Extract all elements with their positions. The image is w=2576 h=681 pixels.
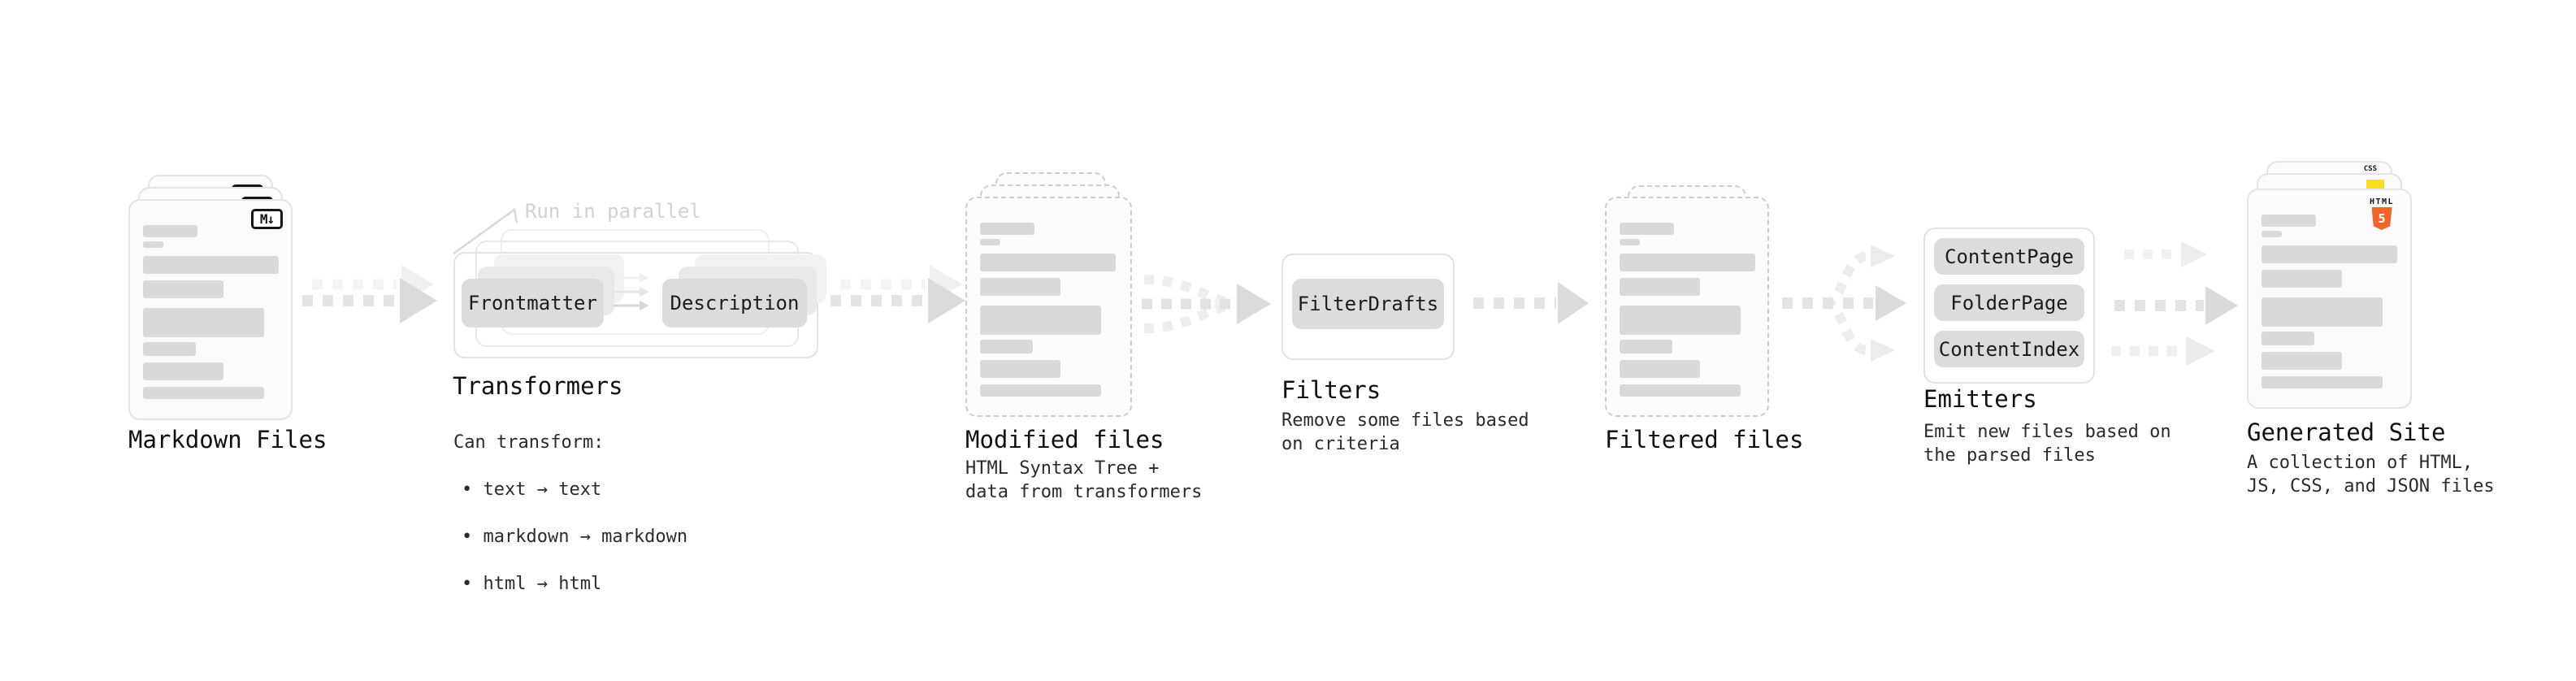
text-line-placeholder <box>1620 278 1700 296</box>
modified-files-description: HTML Syntax Tree + data from transformer… <box>965 458 1203 502</box>
text-line-placeholder <box>143 308 264 337</box>
emitters-label: Emitters <box>1923 385 2037 413</box>
text-line-placeholder <box>2262 215 2316 227</box>
transformers-frame <box>453 252 818 358</box>
text-line-placeholder <box>2262 245 2397 263</box>
modified-file-card-front <box>965 197 1132 417</box>
filter-pill-filterdrafts: FilterDrafts <box>1292 279 1444 329</box>
text-line-placeholder <box>980 340 1033 354</box>
text-line-placeholder <box>143 256 279 274</box>
text-line-placeholder <box>1620 223 1674 235</box>
flow-arrow-emitters-middle <box>2114 286 2238 325</box>
text-line-placeholder <box>143 387 264 399</box>
text-line-placeholder <box>980 239 1000 245</box>
text-line-placeholder <box>143 342 196 356</box>
text-line-placeholder <box>1620 239 1640 245</box>
text-line-placeholder <box>143 280 223 298</box>
text-line-placeholder <box>980 254 1116 271</box>
html5-icon: HTML 5 <box>2363 197 2400 230</box>
flow-arrow-modified-to-filters <box>1142 275 1271 333</box>
document-content-placeholder <box>130 201 291 399</box>
generated-site-description: A collection of HTML, JS, CSS, and JSON … <box>2247 453 2495 497</box>
transformers-bullet: • text → text <box>462 479 602 500</box>
emitter-pill-contentindex: ContentIndex <box>1934 331 2084 367</box>
text-line-placeholder <box>980 306 1101 335</box>
document-content-placeholder <box>967 198 1130 397</box>
document-content-placeholder <box>2249 190 2410 388</box>
annotation-connector-line <box>453 207 518 255</box>
html5-icon-word: HTML <box>2369 197 2395 206</box>
html5-icon-shield: 5 <box>2371 207 2392 230</box>
flow-arrow-filtered-to-emitters <box>1782 245 1906 362</box>
transformers-label: Transformers <box>453 372 623 400</box>
filters-label: Filters <box>1281 376 1381 404</box>
filtered-files-label: Filtered files <box>1605 426 1804 453</box>
text-line-placeholder <box>2262 332 2314 345</box>
filters-description: Remove some files based on criteria <box>1281 410 1529 454</box>
text-line-placeholder <box>2262 231 2282 237</box>
flow-arrow-emitters-top <box>2124 241 2207 267</box>
flow-arrow-transformers-to-modified <box>830 265 965 323</box>
modified-files-label: Modified files <box>965 426 1164 453</box>
generated-file-card-html: HTML 5 <box>2247 189 2412 409</box>
text-line-placeholder <box>1620 254 1755 271</box>
text-line-placeholder <box>1620 306 1741 335</box>
transformers-desc-title: Can transform: <box>453 432 605 453</box>
text-line-placeholder <box>980 360 1060 378</box>
text-line-placeholder <box>1620 340 1672 354</box>
transformer-pill-frontmatter: Frontmatter <box>462 279 604 327</box>
js-icon <box>2366 180 2384 191</box>
text-line-placeholder <box>1620 384 1741 397</box>
filtered-file-card-front <box>1605 197 1769 417</box>
emitter-pill-folderpage: FolderPage <box>1934 284 2084 321</box>
markdown-file-card-front: M↓ <box>128 199 293 420</box>
document-content-placeholder <box>1607 198 1767 397</box>
text-line-placeholder <box>1620 360 1700 378</box>
text-line-placeholder <box>143 241 163 248</box>
run-in-parallel-annotation: Run in parallel <box>525 200 701 223</box>
text-line-placeholder <box>2262 297 2383 327</box>
text-line-placeholder <box>980 278 1060 296</box>
emitters-description: Emit new files based on the parsed files <box>1923 422 2171 466</box>
transformer-pill-description: Description <box>662 279 807 327</box>
text-line-placeholder <box>2262 270 2342 288</box>
parallel-run-arrows-icon <box>614 273 649 310</box>
transformers-bullet: • markdown → markdown <box>462 527 688 547</box>
text-line-placeholder <box>143 362 223 380</box>
flow-arrow-filters-to-filtered <box>1473 282 1589 324</box>
flow-arrow-emitters-bottom <box>2111 336 2215 366</box>
emitter-pill-contentpage: ContentPage <box>1934 238 2084 275</box>
text-line-placeholder <box>2262 376 2383 388</box>
text-line-placeholder <box>980 384 1101 397</box>
text-line-placeholder <box>143 225 197 237</box>
text-line-placeholder <box>2262 352 2342 370</box>
markdown-files-label: Markdown Files <box>128 426 327 453</box>
transformers-description: Can transform: • text → text • markdown … <box>453 407 687 619</box>
markdown-icon: M↓ <box>251 209 283 229</box>
transformers-bullet: • html → html <box>462 574 602 594</box>
text-line-placeholder <box>980 223 1034 235</box>
generated-site-label: Generated Site <box>2247 419 2446 446</box>
flow-arrow-markdown-to-transformers <box>302 265 437 323</box>
